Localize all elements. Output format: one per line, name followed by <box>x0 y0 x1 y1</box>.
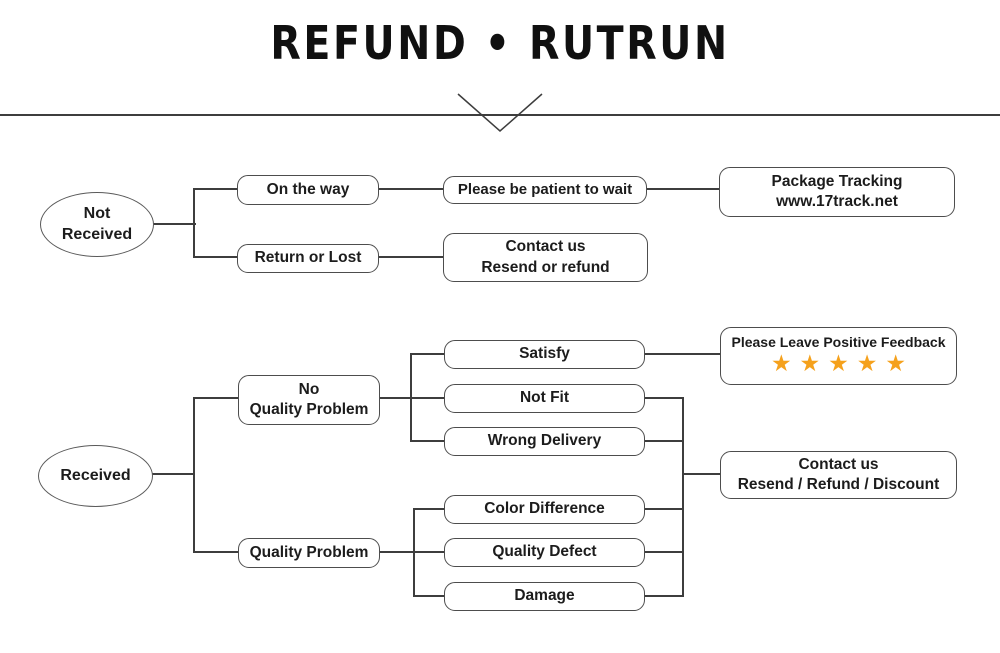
node-label: Wrong Delivery <box>487 432 602 450</box>
node-received: Received <box>38 445 153 507</box>
connector-line <box>193 188 238 190</box>
node-package-tracking: Package Tracking www.17track.net <box>719 167 955 217</box>
node-label: On the way <box>266 180 350 198</box>
node-on-the-way: On the way <box>237 175 379 205</box>
node-quality-defect: Quality Defect <box>444 538 645 567</box>
node-label: Not Fit <box>519 389 570 407</box>
node-return-or-lost: Return or Lost <box>237 244 379 273</box>
connector-line <box>642 353 721 355</box>
node-label: Satisfy <box>519 345 570 363</box>
page-title: REFUND • RUTRUN <box>270 16 730 70</box>
node-label: Quality Defect <box>492 543 597 561</box>
node-label: Damage <box>514 587 575 605</box>
connector-line <box>193 397 239 399</box>
connector-line <box>376 188 444 190</box>
connector-line <box>193 551 239 553</box>
tracking-url: www.17track.net <box>776 193 898 210</box>
five-star-rating-icon: ★★★★★ <box>770 351 915 378</box>
node-label: Not <box>83 204 111 222</box>
node-label: Received <box>60 466 131 484</box>
node-label: Quality Problem <box>249 401 369 418</box>
node-wrong-delivery: Wrong Delivery <box>444 427 645 456</box>
connector-line <box>683 473 721 475</box>
connector-line <box>193 188 195 258</box>
node-label: Contact us <box>798 455 879 473</box>
node-positive-feedback: Please Leave Positive Feedback ★★★★★ <box>720 327 957 385</box>
connector-line <box>642 551 683 553</box>
node-contact-us-resend-refund: Contact us Resend or refund <box>443 233 648 282</box>
connector-line <box>377 551 445 553</box>
connector-line <box>376 256 444 258</box>
connector-line <box>413 508 415 597</box>
connector-line <box>413 508 445 510</box>
node-label: Resend or refund <box>481 258 610 276</box>
node-satisfy: Satisfy <box>444 340 645 369</box>
node-label: Color Difference <box>484 500 605 518</box>
connector-line <box>642 397 683 399</box>
connector-line <box>150 473 195 475</box>
connector-line <box>413 595 445 597</box>
connector-line <box>193 397 195 553</box>
connector-line <box>642 440 683 442</box>
connector-line <box>150 223 196 225</box>
node-quality-problem: Quality Problem <box>238 538 380 568</box>
node-not-received: Not Received <box>40 192 154 257</box>
connector-line <box>410 353 412 442</box>
node-label: No <box>298 380 320 398</box>
connector-line <box>682 397 684 597</box>
node-not-fit: Not Fit <box>444 384 645 413</box>
node-label: Return or Lost <box>254 249 362 267</box>
connector-line <box>193 256 238 258</box>
node-contact-us-discount: Contact us Resend / Refund / Discount <box>720 451 957 499</box>
node-label: Package Tracking <box>771 172 903 190</box>
node-please-be-patient: Please be patient to wait <box>443 176 647 204</box>
node-label: Please be patient to wait <box>457 181 633 199</box>
node-label: Please Leave Positive Feedback <box>731 334 946 351</box>
node-damage: Damage <box>444 582 645 611</box>
connector-line <box>642 595 683 597</box>
node-label: Resend / Refund / Discount <box>737 476 940 493</box>
node-label: Quality Problem <box>249 543 369 561</box>
node-label: Contact us <box>505 238 586 256</box>
connector-line <box>642 508 683 510</box>
node-color-difference: Color Difference <box>444 495 645 524</box>
divider-line <box>0 114 1000 116</box>
chevron-down-icon <box>457 93 543 132</box>
node-label: Received <box>61 225 133 243</box>
connector-line <box>410 440 445 442</box>
connector-line <box>410 353 445 355</box>
connector-line <box>644 188 720 190</box>
node-no-quality-problem: No Quality Problem <box>238 375 380 425</box>
